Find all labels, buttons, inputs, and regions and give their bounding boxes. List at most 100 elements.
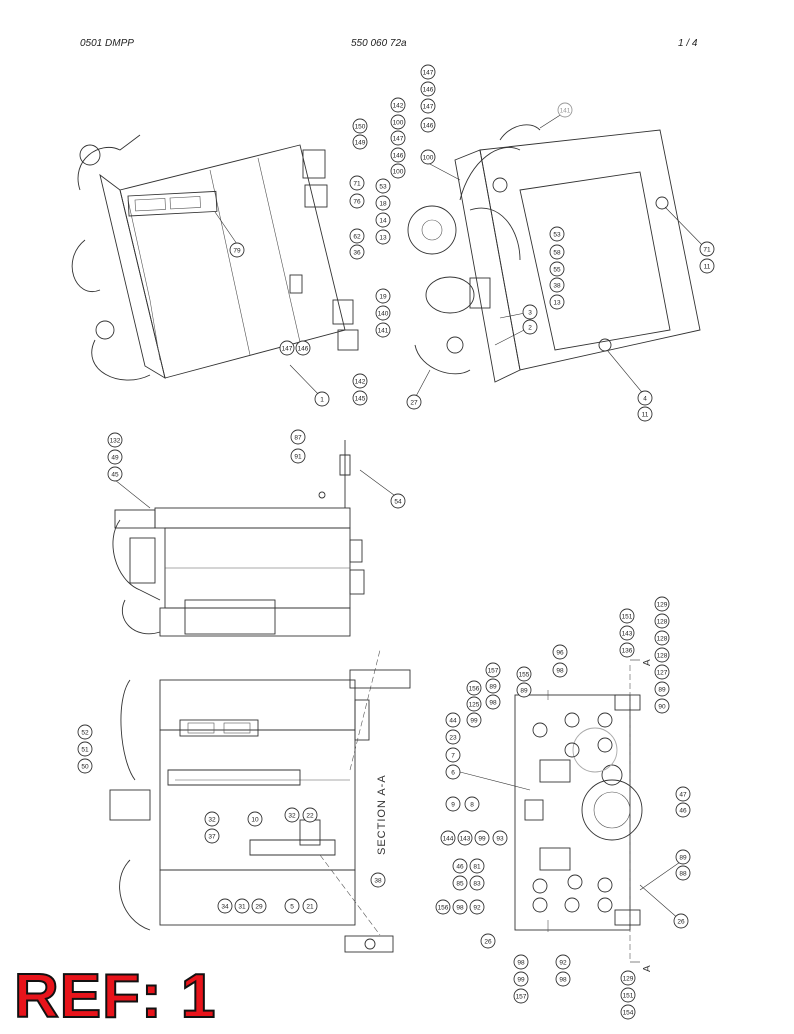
page-number: 1 / 4 bbox=[678, 38, 698, 49]
svg-text:99: 99 bbox=[517, 977, 525, 984]
callout: 37 bbox=[204, 828, 220, 844]
callout: 99 bbox=[474, 830, 490, 846]
svg-text:91: 91 bbox=[294, 454, 302, 461]
svg-text:2: 2 bbox=[528, 325, 532, 332]
callout: 29 bbox=[251, 898, 267, 914]
callout: 34 bbox=[217, 898, 233, 914]
svg-text:99: 99 bbox=[470, 718, 478, 725]
svg-text:37: 37 bbox=[208, 834, 216, 841]
svg-text:128: 128 bbox=[657, 619, 668, 626]
callout: 157 bbox=[485, 662, 501, 678]
callout: 1 bbox=[314, 391, 330, 407]
callout: 71 bbox=[349, 175, 365, 191]
svg-text:45: 45 bbox=[111, 472, 119, 479]
section-marker-top: A bbox=[642, 659, 653, 666]
section-label: SECTION A-A bbox=[376, 774, 388, 855]
callout: 98 bbox=[552, 662, 568, 678]
callout: 157 bbox=[513, 988, 529, 1004]
callout: 151 bbox=[619, 608, 635, 624]
callout: 89 bbox=[675, 849, 691, 865]
callout: 100 bbox=[390, 114, 406, 130]
callout: 50 bbox=[77, 758, 93, 774]
svg-text:49: 49 bbox=[111, 455, 119, 462]
callout: 79 bbox=[229, 242, 245, 258]
callout: 49 bbox=[107, 449, 123, 465]
callouts-top: 79 1 147 146 142 145 71 76 149 150 62 36… bbox=[229, 64, 715, 422]
svg-text:157: 157 bbox=[488, 668, 499, 675]
callout: 83 bbox=[469, 875, 485, 891]
callout: 146 bbox=[420, 117, 436, 133]
callout: 92 bbox=[555, 954, 571, 970]
callout: 85 bbox=[452, 875, 468, 891]
callout: 143 bbox=[457, 830, 473, 846]
svg-text:147: 147 bbox=[423, 70, 434, 77]
callout: 151 bbox=[620, 987, 636, 1003]
svg-text:46: 46 bbox=[456, 864, 464, 871]
callout: 147 bbox=[279, 340, 295, 356]
svg-text:38: 38 bbox=[374, 878, 382, 885]
document-code: 0501 DMPP bbox=[80, 38, 134, 49]
callout: 143 bbox=[619, 625, 635, 641]
callout: 46 bbox=[452, 858, 468, 874]
svg-text:141: 141 bbox=[378, 328, 389, 335]
callout: 100 bbox=[390, 163, 406, 179]
callout: 146 bbox=[390, 147, 406, 163]
svg-text:128: 128 bbox=[657, 636, 668, 643]
svg-text:154: 154 bbox=[623, 1010, 634, 1017]
svg-text:142: 142 bbox=[355, 379, 366, 386]
svg-text:98: 98 bbox=[456, 905, 464, 912]
callouts-middle: 45 49 132 54 87 91 bbox=[107, 429, 406, 509]
svg-text:71: 71 bbox=[703, 247, 711, 254]
svg-text:92: 92 bbox=[559, 960, 567, 967]
svg-text:31: 31 bbox=[238, 904, 246, 911]
svg-text:156: 156 bbox=[469, 686, 480, 693]
svg-text:127: 127 bbox=[657, 670, 668, 677]
svg-text:38: 38 bbox=[553, 283, 561, 290]
svg-text:100: 100 bbox=[393, 169, 404, 176]
callout: 99 bbox=[466, 712, 482, 728]
svg-text:155: 155 bbox=[519, 672, 530, 679]
svg-text:151: 151 bbox=[623, 993, 634, 1000]
callout: 58 bbox=[549, 244, 565, 260]
svg-text:147: 147 bbox=[393, 136, 404, 143]
svg-text:151: 151 bbox=[622, 614, 633, 621]
svg-text:32: 32 bbox=[288, 813, 296, 820]
callout: 156 bbox=[435, 899, 451, 915]
callout: 31 bbox=[234, 898, 250, 914]
callout: 156 bbox=[466, 680, 482, 696]
svg-text:11: 11 bbox=[642, 412, 649, 419]
callout: 88 bbox=[675, 865, 691, 881]
callout: 4 bbox=[637, 390, 653, 406]
callout: 11 bbox=[637, 406, 653, 422]
svg-text:53: 53 bbox=[553, 232, 561, 239]
svg-text:98: 98 bbox=[559, 977, 567, 984]
callout: 23 bbox=[445, 729, 461, 745]
svg-text:14: 14 bbox=[379, 218, 387, 225]
svg-text:52: 52 bbox=[81, 730, 89, 737]
svg-text:79: 79 bbox=[233, 248, 241, 255]
callout: 144 bbox=[440, 830, 456, 846]
svg-text:36: 36 bbox=[353, 250, 361, 257]
svg-text:144: 144 bbox=[443, 836, 454, 843]
svg-text:5: 5 bbox=[290, 904, 294, 911]
svg-text:146: 146 bbox=[298, 346, 309, 353]
svg-text:44: 44 bbox=[449, 718, 457, 725]
callout: 93 bbox=[492, 830, 508, 846]
svg-text:140: 140 bbox=[378, 311, 389, 318]
callout: 32 bbox=[284, 807, 300, 823]
callout: 128 bbox=[654, 613, 670, 629]
callout: 89 bbox=[516, 682, 532, 698]
callout: 89 bbox=[485, 678, 501, 694]
callout: 89 bbox=[654, 681, 670, 697]
svg-text:53: 53 bbox=[379, 184, 387, 191]
callout: 147 bbox=[420, 98, 436, 114]
svg-text:99: 99 bbox=[478, 836, 486, 843]
callout: 81 bbox=[469, 858, 485, 874]
callout: 150 bbox=[352, 118, 368, 134]
callouts-section: 50 51 52 37 32 10 32 22 34 31 29 5 21 38 bbox=[77, 724, 386, 914]
callout: 27 bbox=[406, 394, 422, 410]
svg-text:128: 128 bbox=[657, 653, 668, 660]
callout: 99 bbox=[513, 971, 529, 987]
callout: 53 bbox=[549, 226, 565, 242]
callout: 141 bbox=[557, 102, 573, 118]
